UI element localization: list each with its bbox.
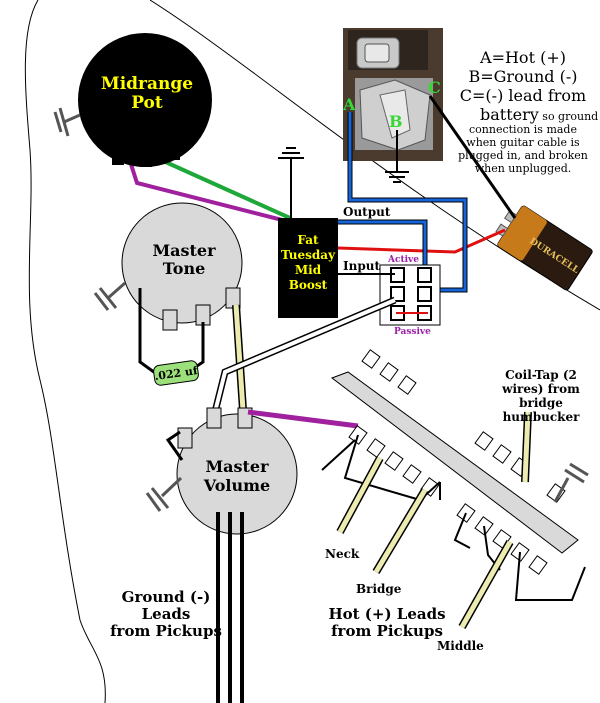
- master-tone-pot: Master Tone: [121, 202, 243, 331]
- wires-blue: [338, 112, 468, 293]
- capacitor: .022 uf: [153, 360, 200, 386]
- legend-line-8: when unplugged.: [475, 162, 572, 175]
- legend-line-5: connection is made: [469, 123, 577, 136]
- ground-leads: [216, 512, 244, 703]
- boost-label-1: Fat: [297, 233, 319, 247]
- boost-label-4: Boost: [289, 278, 328, 292]
- output-label: Output: [343, 205, 391, 219]
- switch-active-label: Active: [387, 255, 419, 265]
- legend-line-1: A=Hot (+): [479, 48, 566, 67]
- battery-9v: DURACELL: [495, 205, 593, 291]
- svg-text:from Pickups: from Pickups: [331, 622, 443, 640]
- boost-label-2: Tuesday: [281, 248, 336, 262]
- master-volume-pot: Master Volume: [176, 407, 298, 535]
- svg-text:humbucker: humbucker: [503, 410, 581, 424]
- wire-purple-switch: [247, 409, 359, 429]
- coil-tap-label: Coil-Tap (2 wires) from bridge humbucker: [501, 368, 580, 424]
- hot-leads: [336, 411, 532, 629]
- wire-battery-positive: [337, 228, 506, 254]
- pickup-label-middle: Middle: [437, 639, 484, 653]
- midrange-ground-icon: [53, 107, 81, 137]
- svg-text:bridge: bridge: [519, 396, 563, 410]
- input-label: Input: [343, 259, 380, 273]
- legend-line-4: battery so ground: [480, 105, 598, 124]
- svg-text:Ground (-): Ground (-): [122, 588, 211, 606]
- tone-pot-label-1: Master: [152, 241, 216, 260]
- midrange-pot-label-2: Pot: [131, 93, 163, 113]
- boost-ground-icon: [278, 147, 304, 218]
- pickup-label-neck: Neck: [325, 547, 360, 561]
- jack-label-c: C: [428, 78, 441, 97]
- midrange-pot: Midrange Pot: [78, 33, 212, 167]
- wire-green: [149, 153, 291, 220]
- svg-text:Hot (+) Leads: Hot (+) Leads: [328, 605, 445, 623]
- legend-line-7: plugged in, and broken: [458, 149, 588, 162]
- switch-passive-label: Passive: [394, 327, 431, 337]
- wire-tone-volume-fill: [233, 304, 246, 411]
- jack-label-a: A: [342, 95, 356, 114]
- jack-ground-icon: [385, 130, 409, 183]
- volume-pot-label-2: Volume: [203, 476, 270, 495]
- wire-volume-jumper: [165, 430, 184, 461]
- legend-line-2: B=Ground (-): [468, 67, 577, 86]
- guitar-body-edge: [149, 0, 600, 311]
- volume-pot-label-1: Master: [205, 457, 269, 476]
- wire-switch-volume-fill: [213, 298, 396, 413]
- jack-label-b: B: [389, 112, 403, 131]
- guitar-body-outline: [24, 0, 106, 703]
- tone-pot-label-2: Tone: [163, 259, 206, 278]
- svg-text:from Pickups: from Pickups: [110, 622, 222, 640]
- volume-ground-icon: [145, 476, 183, 512]
- coil-tap-ground-icon: [553, 462, 589, 503]
- pickup-label-bridge: Bridge: [356, 582, 402, 596]
- legend-line-6: when guitar cable is: [466, 136, 580, 149]
- midrange-pot-label-1: Midrange: [101, 74, 193, 94]
- output-jack: A B C: [342, 28, 443, 161]
- svg-text:Leads: Leads: [142, 605, 191, 623]
- svg-text:wires) from: wires) from: [501, 382, 580, 396]
- wire-battery-ground: [428, 95, 517, 219]
- svg-text:Coil-Tap (2: Coil-Tap (2: [505, 368, 577, 382]
- jack-legend: A=Hot (+) B=Ground (-) C=(-) lead from b…: [458, 48, 598, 175]
- legend-line-3: C=(-) lead from: [460, 86, 586, 105]
- fat-tuesday-boost: Fat Tuesday Mid Boost: [278, 218, 338, 318]
- active-passive-switch: Active Passive: [379, 255, 441, 337]
- tone-ground-icon: [93, 281, 126, 311]
- boost-label-3: Mid: [295, 263, 322, 277]
- capacitor-value: .022 uf: [154, 364, 200, 383]
- hot-leads-label: Hot (+) Leads from Pickups: [328, 605, 445, 640]
- ground-leads-label: Ground (-) Leads from Pickups: [110, 588, 222, 640]
